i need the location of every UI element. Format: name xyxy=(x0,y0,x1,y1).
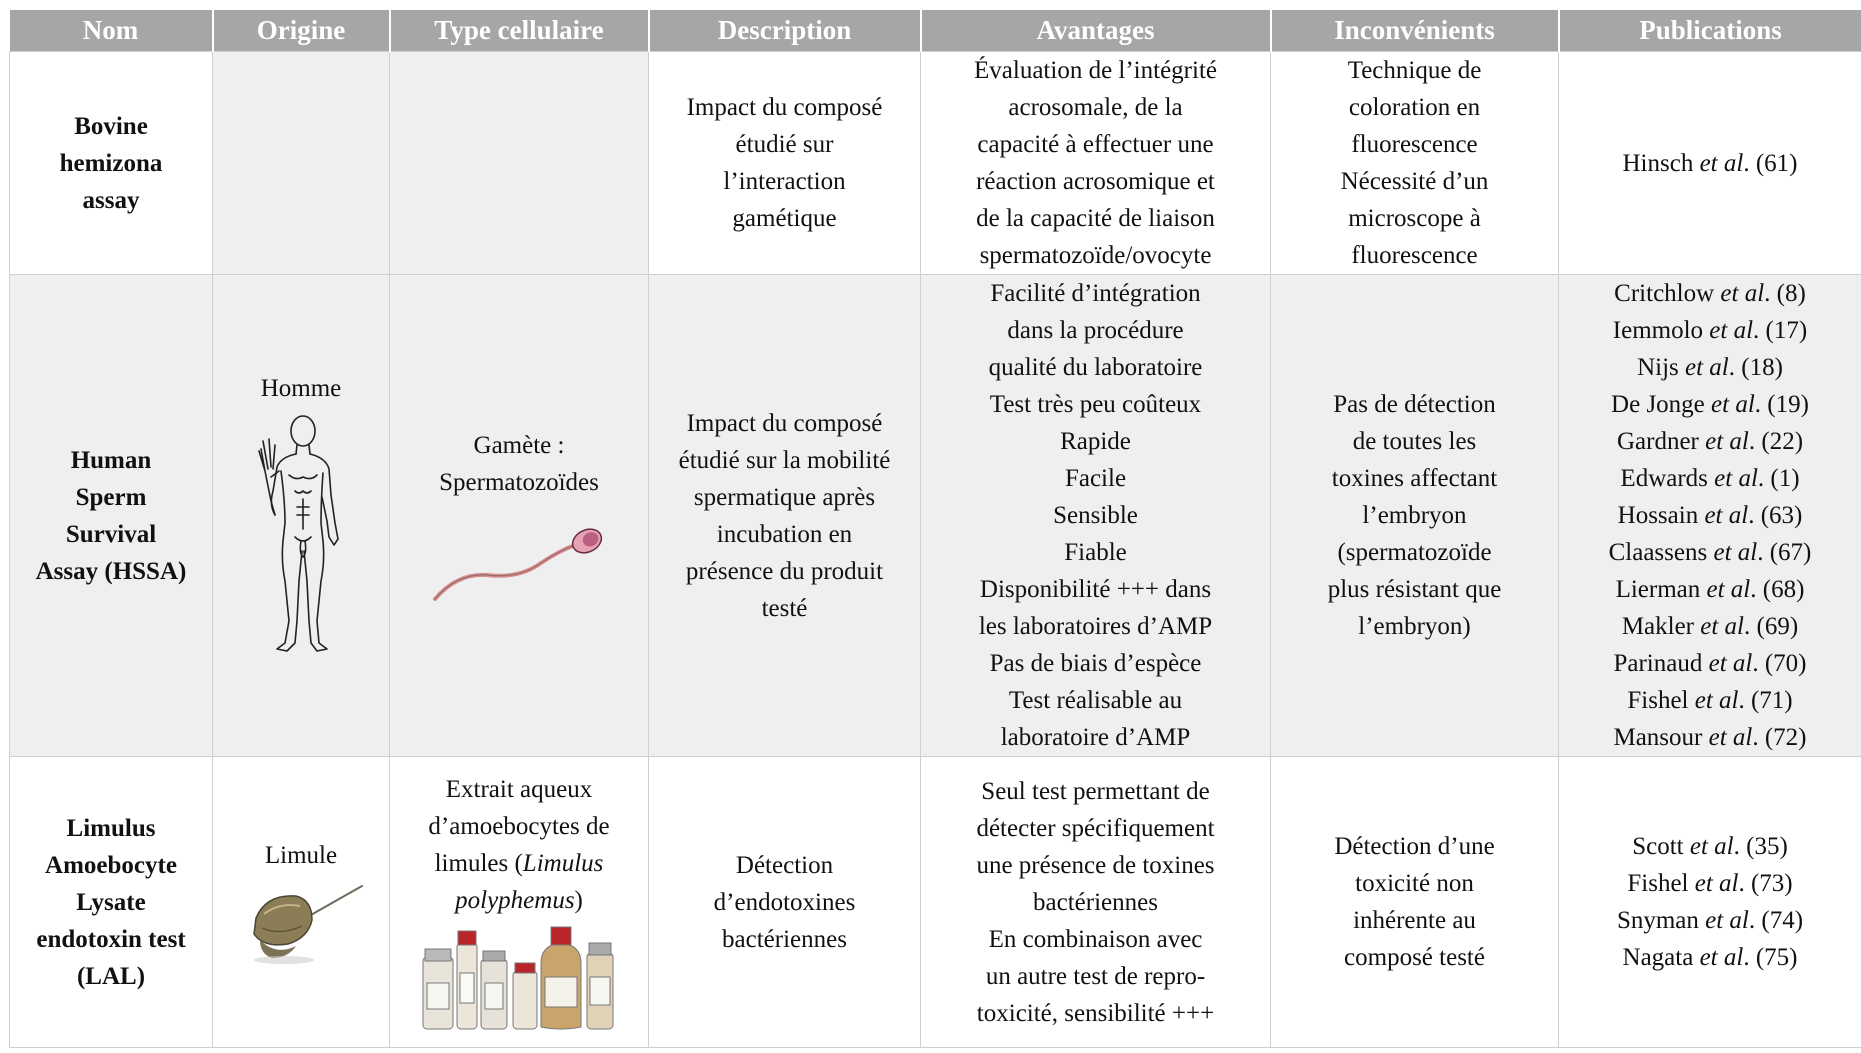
table-row: Limulus Amoebocyte Lysate endotoxin test… xyxy=(9,756,1861,1048)
list-item: ➢Sensible xyxy=(1053,502,1138,529)
list-item: ➢Test très peu coûteux xyxy=(989,391,1202,418)
publications-cell: Critchlow et al. (8) Iemmolo et al. (17)… xyxy=(1558,274,1861,757)
header-origine: Origine xyxy=(211,10,390,52)
human-figure-icon xyxy=(258,415,339,652)
publication-entry: Edwards et al. (1) xyxy=(1620,465,1800,492)
header-type-cellulaire: Type cellulaire xyxy=(388,10,649,52)
spermatozoon-icon xyxy=(433,527,603,601)
horseshoe-crab-icon xyxy=(253,884,363,964)
publication-entry: Parinaud et al. (70) xyxy=(1613,650,1807,677)
list-item: ➢Disponibilité +++ dans les laboratoires… xyxy=(978,576,1213,640)
publication-entry: Fishel et al. (73) xyxy=(1627,870,1793,897)
publication-entry: Snyman et al. (74) xyxy=(1616,907,1804,934)
header-publications: Publications xyxy=(1557,10,1861,52)
publication-entry: Nijs et al. (18) xyxy=(1637,354,1783,381)
name-cell: Human Sperm Survival Assay (HSSA) xyxy=(9,274,213,757)
list-item: ➢Facilité d’intégration dans la procédur… xyxy=(988,280,1203,381)
list-item: ➢Fiable xyxy=(1064,539,1127,566)
publications-cell: Hinsch et al. (61) xyxy=(1558,51,1861,275)
cell-type-cell: Extrait aqueux d’amoebocytes de limules … xyxy=(389,756,649,1048)
publication-entry: Hinsch et al. (61) xyxy=(1622,149,1798,177)
publication-entry: De Jonge et al. (19) xyxy=(1611,391,1809,418)
list-item: ➢Pas de biais d’espèce xyxy=(989,650,1202,677)
publication-entry: Nagata et al. (75) xyxy=(1622,944,1798,971)
publication-entry: Claassens et al. (67) xyxy=(1608,539,1812,566)
header-row: Nom Origine Type cellulaire Description … xyxy=(9,10,1861,52)
cell-type-cell: Gamète : Spermatozoïdes xyxy=(389,274,649,757)
description-cell: Impact du composé étudié sur l’interacti… xyxy=(648,51,921,275)
description-cell: Impact du composé étudié sur la mobilité… xyxy=(648,274,921,757)
publication-entry: Iemmolo et al. (17) xyxy=(1612,317,1808,344)
comparison-table: Nom Origine Type cellulaire Description … xyxy=(9,10,1861,1048)
header-nom: Nom xyxy=(9,10,213,52)
list-item: ➢Pas de détection de toutes les toxines … xyxy=(1327,391,1502,640)
publication-entry: Critchlow et al. (8) xyxy=(1614,280,1806,307)
publication-entry: Gardner et al. (22) xyxy=(1616,428,1804,455)
origin-label: Homme xyxy=(260,375,342,402)
origin-cell: Limule xyxy=(212,756,390,1048)
origin-cell xyxy=(212,51,390,275)
list-item: ➢Seul test permettant de détecter spécif… xyxy=(976,777,1215,916)
advantages-cell: ➢Facilité d’intégration dans la procédur… xyxy=(920,274,1271,757)
advantages-cell: ➢Évaluation de l’intégrité acrosomale, d… xyxy=(920,51,1271,275)
list-item: ➢Facile xyxy=(1064,465,1127,492)
publication-entry: Lierman et al. (68) xyxy=(1615,576,1805,603)
publication-entry: Scott et al. (35) xyxy=(1632,833,1788,860)
advantages-cell: ➢Seul test permettant de détecter spécif… xyxy=(920,756,1271,1048)
publications-cell: Scott et al. (35) Fishel et al. (73) Sny… xyxy=(1558,756,1861,1048)
publication-entry: Mansour et al. (72) xyxy=(1613,724,1807,751)
list-item: ➢Nécessité d’un microscope à fluorescenc… xyxy=(1340,168,1489,269)
name-cell: Bovine hemizona assay xyxy=(9,51,213,275)
origin-cell: Homme xyxy=(212,274,390,757)
name-cell: Limulus Amoebocyte Lysate endotoxin test… xyxy=(9,756,213,1048)
list-item: ➢Évaluation de l’intégrité acrosomale, d… xyxy=(974,57,1217,269)
reagent-vials-icon xyxy=(422,926,614,1030)
list-item: ➢En combinaison avec un autre test de re… xyxy=(976,925,1215,1027)
header-description: Description xyxy=(647,10,921,52)
header-avantages: Avantages xyxy=(919,10,1271,52)
header-inconvenients: Inconvénients xyxy=(1269,10,1559,52)
list-item: ➢Rapide xyxy=(1060,428,1131,455)
publication-entry: Makler et al. (69) xyxy=(1621,613,1799,640)
publication-entry: Hossain et al. (63) xyxy=(1617,502,1803,529)
cell-type-cell xyxy=(389,51,649,275)
table-row: Bovine hemizona assay Impact du composé … xyxy=(9,51,1861,275)
publication-entry: Fishel et al. (71) xyxy=(1627,687,1793,714)
list-item: ➢Technique de coloration en fluorescence xyxy=(1347,57,1482,158)
description-cell: Détection d’endotoxines bactériennes xyxy=(648,756,921,1048)
disadvantages-cell: ➢Pas de détection de toutes les toxines … xyxy=(1270,274,1559,757)
list-item: ➢Test réalisable au laboratoire d’AMP xyxy=(1000,687,1191,751)
disadvantages-cell: ➢Détection d’une toxicité non inhérente … xyxy=(1270,756,1559,1048)
origin-label: Limule xyxy=(264,841,338,869)
list-item: ➢Détection d’une toxicité non inhérente … xyxy=(1334,833,1495,971)
disadvantages-cell: ➢Technique de coloration en fluorescence… xyxy=(1270,51,1559,275)
table-row: Human Sperm Survival Assay (HSSA) Homme xyxy=(9,274,1861,757)
